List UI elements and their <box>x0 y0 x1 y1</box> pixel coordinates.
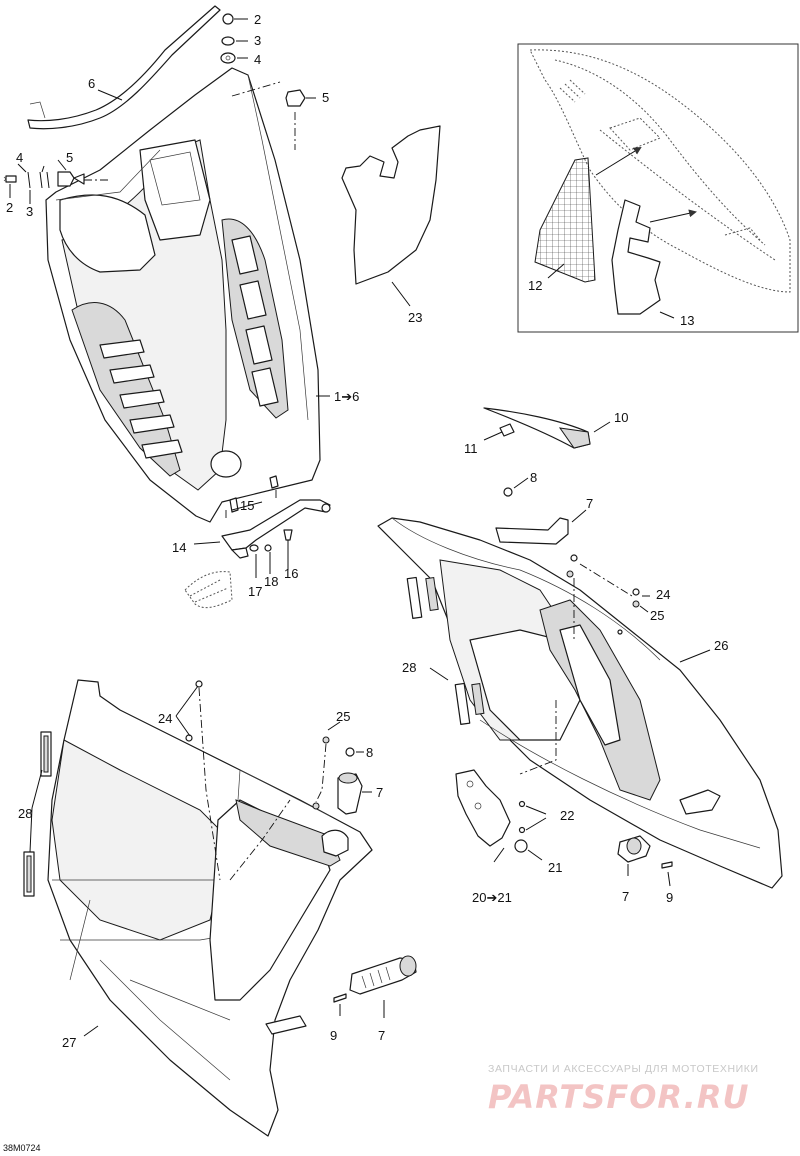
left-side-panel <box>23 679 417 1137</box>
callout-27: 27 <box>62 1035 76 1050</box>
part-18-washer <box>264 544 272 552</box>
part-8-screw-upper <box>503 487 513 497</box>
callout-5: 5 <box>322 90 329 105</box>
callout-7: 7 <box>622 889 629 904</box>
callout-22: 22 <box>560 808 574 823</box>
part-24-screw-left-b <box>185 734 193 742</box>
callout-28: 28 <box>402 660 416 675</box>
callout-11: 11 <box>464 441 478 456</box>
part-28-strip-upper-c <box>454 682 471 725</box>
hood-right-vent-slats <box>231 235 279 407</box>
callout-3: 3 <box>254 33 261 48</box>
callout-21: 21 <box>548 860 562 875</box>
callout-25: 25 <box>336 709 350 724</box>
callout-4: 4 <box>16 150 23 165</box>
callout-labels: 2 3 4 5 6 4 5 2 3 23 1➔6 12 13 10 11 8 7… <box>6 12 728 1050</box>
hood-assembly <box>3 5 441 609</box>
callout-17: 17 <box>248 584 262 599</box>
callout-7: 7 <box>586 496 593 511</box>
callout-15: 15 <box>240 498 254 513</box>
part-28-strip-upper-d <box>471 683 485 715</box>
callout-1-to-6: 1➔6 <box>334 389 359 404</box>
callout-9: 9 <box>330 1028 337 1043</box>
part-7-handle-upper <box>495 517 569 545</box>
callout-9: 9 <box>666 890 673 905</box>
part-5-nut-left <box>57 171 75 187</box>
part-28-strip-upper-a <box>406 576 423 619</box>
part-28-strip-upper-b <box>425 577 439 611</box>
part-24-screw-left-a <box>195 680 203 688</box>
callout-13: 13 <box>680 313 694 328</box>
callout-14: 14 <box>172 540 186 555</box>
callout-8: 8 <box>366 745 373 760</box>
part-24-screw-right <box>570 554 578 562</box>
part-9-screw-right <box>661 861 673 869</box>
part-12-foam-grid <box>534 157 596 283</box>
right-side-panel <box>377 407 783 889</box>
inset-detail-box <box>517 43 799 333</box>
leader-lines <box>9 18 711 1037</box>
part-26-side-panel <box>377 517 783 889</box>
callout-20-to-21: 20➔21 <box>472 890 512 905</box>
part-6-trim-strip <box>27 5 221 130</box>
hood-round-badge <box>210 450 242 478</box>
callout-24: 24 <box>656 587 670 602</box>
part-17-washer <box>249 544 259 552</box>
watermark-tagline: ЗАПЧАСТИ И АКСЕССУАРЫ ДЛЯ МОТОТЕХНИКИ <box>488 1063 759 1075</box>
part-9-screw-lower <box>333 993 347 1003</box>
part-25-nut-left-a <box>322 736 330 744</box>
part-7-handle-left <box>337 773 363 815</box>
callout-7: 7 <box>378 1028 385 1043</box>
callout-3: 3 <box>26 204 33 219</box>
watermark: ЗАПЧАСТИ И АКСЕССУАРЫ ДЛЯ МОТОТЕХНИКИ PA… <box>488 1063 759 1116</box>
part-11-clip <box>499 423 515 437</box>
callout-5: 5 <box>66 150 73 165</box>
callout-4: 4 <box>254 52 261 67</box>
part-25-nut-right <box>566 570 574 578</box>
part-16-bolt <box>283 529 293 541</box>
callout-28: 28 <box>18 806 32 821</box>
part-5-nut-right <box>285 89 306 107</box>
callout-10: 10 <box>614 410 628 425</box>
callout-8: 8 <box>530 470 537 485</box>
part-25-nut-left-b <box>312 802 320 810</box>
callout-25: 25 <box>650 608 664 623</box>
part-2-screw-top <box>222 13 234 25</box>
part-13-foam <box>611 199 661 315</box>
part-14-bracket <box>221 499 331 551</box>
callout-23: 23 <box>408 310 422 325</box>
callout-6: 6 <box>88 76 95 91</box>
part-3-washer-top <box>221 36 235 46</box>
part-21-grommet <box>514 839 528 853</box>
part-2-screw-left <box>5 175 17 183</box>
part-22-screw-a <box>518 800 526 808</box>
callout-16: 16 <box>284 566 298 581</box>
callout-26: 26 <box>714 638 728 653</box>
part-8-screw-left <box>345 747 355 757</box>
part-20-bracket <box>455 769 511 847</box>
hood-left-vent-slats <box>99 339 183 459</box>
callout-12: 12 <box>528 278 542 293</box>
diagram-code: 38M0724 <box>3 1143 41 1153</box>
watermark-brand: PARTSFOR.RU <box>488 1078 749 1116</box>
part-4-grommet-top <box>220 52 236 64</box>
callout-7: 7 <box>376 785 383 800</box>
callout-2: 2 <box>6 200 13 215</box>
part-22-screw-b <box>518 826 526 834</box>
part-23-foam <box>341 125 441 285</box>
callout-18: 18 <box>264 574 278 589</box>
callout-24: 24 <box>158 711 172 726</box>
callout-2: 2 <box>254 12 261 27</box>
